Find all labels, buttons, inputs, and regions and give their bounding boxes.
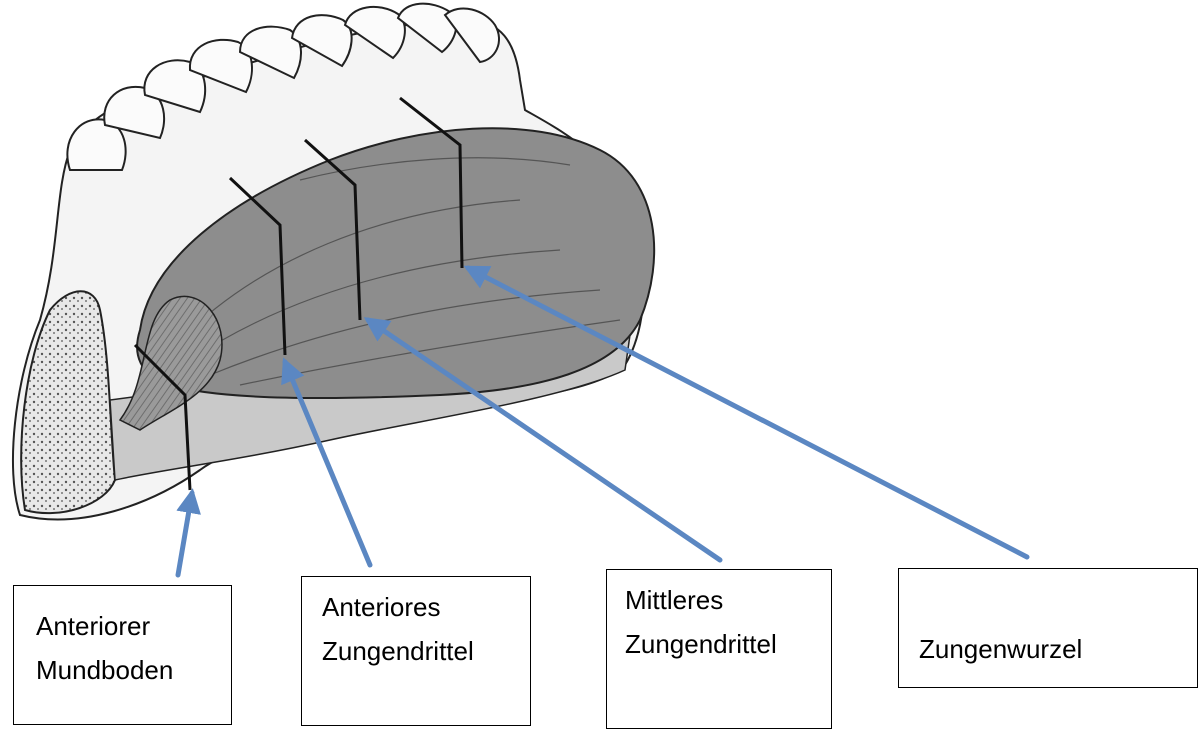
label-line: Zungenwurzel <box>919 627 1197 671</box>
label-middle-tongue-third: Mittleres Zungendrittel <box>606 569 832 729</box>
label-line: Mittleres <box>625 578 831 622</box>
label-anterior-floor-of-mouth: Anteriorer Mundboden <box>13 585 232 725</box>
arrow-anterior-floor <box>178 493 192 575</box>
label-line: Zungendrittel <box>322 629 530 673</box>
label-tongue-root: Zungenwurzel <box>898 568 1198 688</box>
label-line: Zungendrittel <box>625 622 831 666</box>
label-line: Anteriores <box>322 585 530 629</box>
label-anterior-tongue-third: Anteriores Zungendrittel <box>301 576 531 726</box>
arrow-tongue-root <box>468 268 1027 557</box>
label-line: Anteriorer <box>36 604 231 648</box>
mandible-cross-section <box>21 291 115 513</box>
label-line: Mundboden <box>36 648 231 692</box>
